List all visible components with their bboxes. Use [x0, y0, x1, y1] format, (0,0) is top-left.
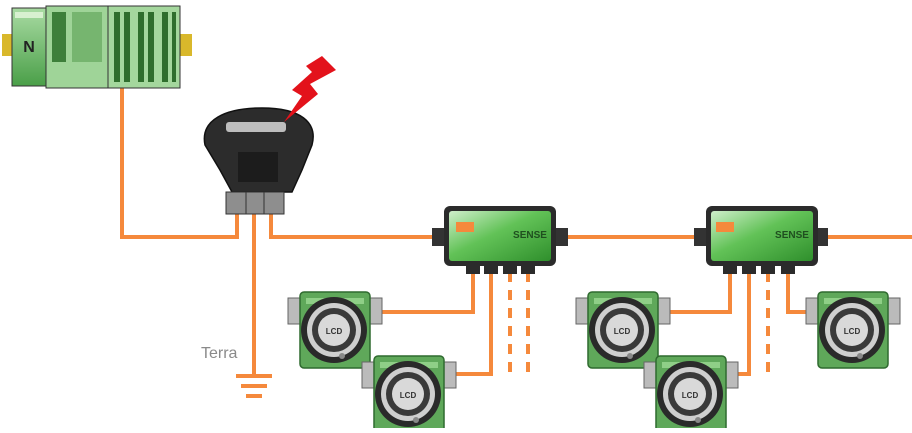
svg-text:LCD: LCD: [682, 391, 699, 400]
gas-detector-5: LCD: [805, 291, 901, 369]
gas-detector-1: LCD: [287, 291, 383, 369]
svg-text:LCD: LCD: [326, 327, 343, 336]
svg-text:LCD: LCD: [400, 391, 417, 400]
svg-text:LCD: LCD: [844, 327, 861, 336]
gas-detector-4: LCD: [643, 355, 739, 433]
plc-controller: N: [2, 5, 192, 89]
svg-text:N: N: [23, 39, 35, 56]
sense-junction-box-1: SENSE: [432, 206, 568, 274]
surge-junction-box: [203, 107, 314, 215]
svg-text:SENSE: SENSE: [513, 230, 547, 241]
ground-label: Terra: [201, 345, 238, 362]
lightning-icon: [284, 56, 336, 122]
ground-symbol: [236, 374, 272, 398]
svg-text:SENSE: SENSE: [775, 230, 809, 241]
sense-junction-box-2: SENSE: [694, 206, 828, 274]
gas-detector-3: LCD: [575, 291, 671, 369]
svg-text:LCD: LCD: [614, 327, 631, 336]
gas-detector-2: LCD: [361, 355, 457, 433]
bus-cable: [120, 86, 912, 239]
